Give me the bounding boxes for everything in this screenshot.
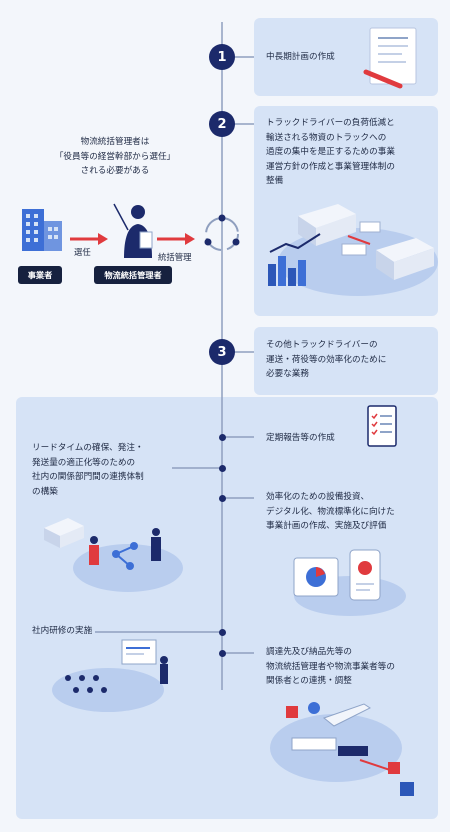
manage-arrow (157, 233, 195, 245)
appoint-label: 選任 (74, 247, 91, 257)
step2-number: 2 (209, 111, 235, 137)
business-tag: 事業者 (18, 266, 62, 284)
timeline-dot (219, 434, 226, 441)
analytics-device-illustration (293, 549, 406, 616)
manage-label: 統括管理 (158, 252, 192, 262)
logistics-warehouse-illustration (268, 204, 438, 296)
appoint-arrow (70, 233, 108, 245)
transport-network-illustration (270, 702, 414, 796)
cycle-icon (204, 214, 240, 251)
collaboration-illustration (44, 518, 183, 592)
sub-right-item: 調達先及び納品先等の 物流統括管理者や物流事業者等の 関係者との連携・調整 (266, 647, 395, 686)
checklist-icon (367, 405, 397, 447)
timeline-dot (219, 629, 226, 636)
sub-right-item: 定期報告等の作成 (266, 433, 335, 443)
manager-tag: 物流統括管理者 (94, 266, 172, 284)
sub-left-item: 社内研修の実施 (32, 626, 93, 636)
step1-text: 中長期計画の作成 (266, 52, 335, 62)
training-seminar-illustration (52, 639, 168, 712)
timeline-dot (219, 650, 226, 657)
sub-right-item: 効率化のための設備投資、 デジタル化、物流標準化に向けた 事業計画の作成、実施及… (266, 492, 395, 531)
step3-card (254, 327, 438, 395)
manager-person-icon (113, 203, 153, 258)
step3-text: その他トラックドライバーの 運送・荷役等の効率化のために 必要な業務 (266, 340, 387, 379)
step3-number: 3 (209, 339, 235, 365)
sub-left-item: リードタイムの確保、発注・ 発送量の適正化等のための 社内の関係部門間の連携体制… (32, 443, 144, 497)
requirement-note: 物流統括管理者は 「役員等の経営幹部から選任」 される必要がある (54, 137, 176, 176)
timeline-dot (219, 465, 226, 472)
timeline-dot (219, 495, 226, 502)
step2-text: トラックドライバーの負荷低減と 輸送される物資のトラックへの 過度の集中を是正す… (266, 118, 395, 186)
planning-document-icon (363, 27, 417, 89)
company-building-icon (22, 209, 62, 251)
step1-number: 1 (209, 44, 235, 70)
